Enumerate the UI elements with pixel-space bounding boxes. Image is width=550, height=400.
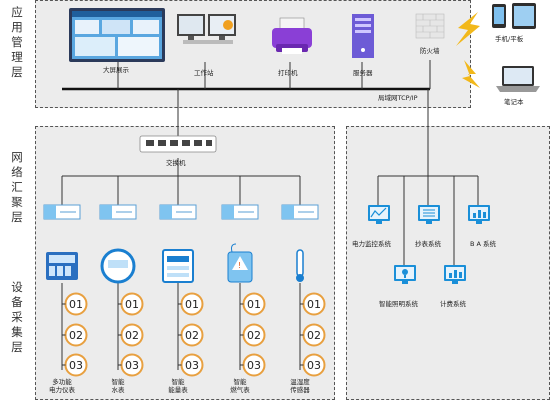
layer-management-label: 应用管理层	[11, 5, 23, 79]
energy-meter-icon	[162, 249, 194, 283]
meter-reading-label: 抄表系统	[415, 240, 441, 248]
meter-node-label: 01	[307, 298, 321, 311]
big-screen-label: 大屏展示	[103, 66, 129, 74]
meter-node-label: 02	[185, 329, 199, 342]
bolt-icon-mobile	[456, 12, 480, 46]
billing-label: 计费系统	[440, 300, 466, 308]
collector-icons	[43, 204, 319, 220]
meter-label-gas: 智能 燃气表	[230, 378, 250, 394]
firewall-label: 防火墙	[420, 47, 440, 55]
smart-lighting-icon	[394, 265, 416, 284]
laptop-icon	[496, 66, 540, 92]
lan-label: 局域网TCP/IP	[378, 94, 418, 102]
meter-reading-icon	[418, 205, 440, 224]
meter-chains	[61, 283, 301, 370]
bolt-icon-laptop	[462, 60, 480, 88]
meter-node-circles: 01 02 03 01 02 03 01 02 03 01 02 03 01 02 03	[62, 292, 326, 377]
gas-meter-icon: !	[227, 243, 253, 283]
meter-node-label: 01	[69, 298, 83, 311]
printer-icon	[272, 17, 312, 54]
switch-icon	[139, 135, 217, 153]
layer-network-label: 网络汇聚层	[11, 150, 23, 224]
water-meter-icon	[100, 248, 136, 284]
workstation-icon	[177, 14, 236, 44]
server-label: 服务器	[353, 69, 373, 77]
ba-system-icon	[468, 205, 490, 224]
server-icon	[352, 14, 374, 58]
printer-label: 打印机	[278, 69, 298, 77]
mobile-label: 手机/平板	[495, 35, 524, 43]
meter-node-label: 01	[247, 298, 261, 311]
meter-node-label: 02	[247, 329, 261, 342]
meter-label-power: 多功能 电力仪表	[49, 378, 75, 394]
meter-label-energy: 智能 能量表	[168, 378, 188, 394]
power-monitor-icon	[368, 205, 390, 224]
meter-node-label: 02	[307, 329, 321, 342]
billing-icon	[444, 265, 466, 284]
firewall-icon	[415, 13, 445, 39]
power-monitor-label: 电力监控系统	[352, 240, 391, 248]
smart-lighting-label: 智能照明系统	[379, 300, 418, 308]
ba-system-label: B A 系统	[470, 240, 497, 248]
meter-label-temp-humidity: 温湿度 传感器	[290, 378, 310, 394]
laptop-label: 笔记本	[504, 98, 524, 106]
meter-node-label: 02	[69, 329, 83, 342]
switch-label: 交换机	[166, 159, 186, 167]
meter-node-label: 03	[69, 359, 83, 372]
svg-text:!: !	[238, 261, 241, 270]
workstation-label: 工作站	[194, 69, 214, 77]
meter-node-label: 03	[307, 359, 321, 372]
meter-label-water: 智能 水表	[111, 378, 125, 394]
meter-node-label: 03	[125, 359, 139, 372]
meter-node-label: 01	[185, 298, 199, 311]
power-meter-icon	[46, 252, 78, 280]
meter-node-label: 01	[125, 298, 139, 311]
mobile-tablet-icon	[492, 3, 536, 29]
layer-collection-label: 设备采集层	[11, 280, 23, 354]
big-screen-icon	[69, 8, 165, 62]
meter-node-label: 03	[247, 359, 261, 372]
temp-humidity-sensor-icon	[296, 249, 304, 282]
meter-node-label: 02	[125, 329, 139, 342]
meter-node-label: 03	[185, 359, 199, 372]
